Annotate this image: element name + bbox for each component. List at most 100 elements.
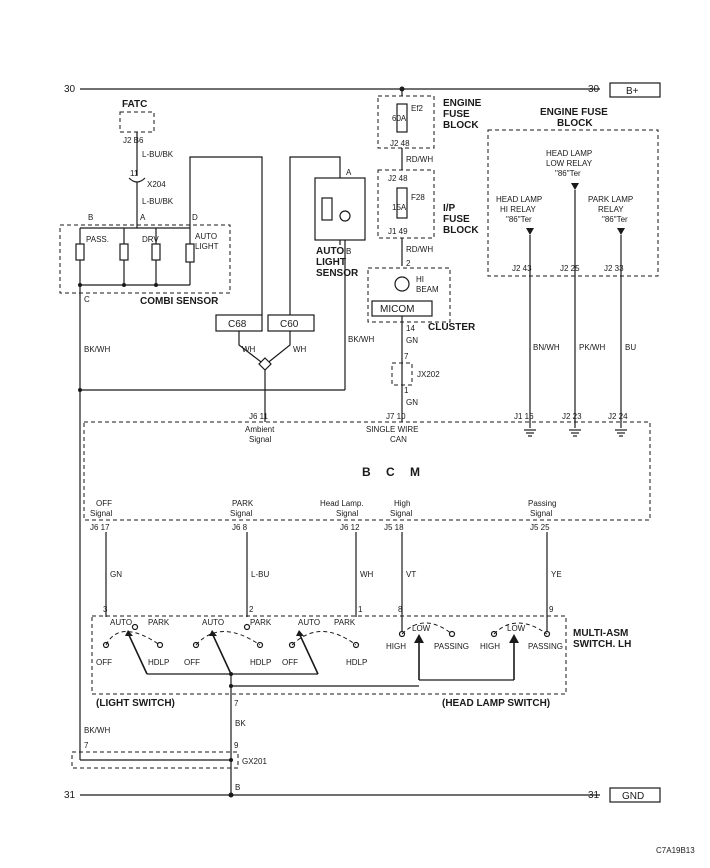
jx202-pin-top: 7 — [404, 352, 409, 361]
bcm-high-2: Signal — [390, 509, 412, 518]
wire-wh-1: WH — [242, 345, 256, 354]
wire-bnwh: BN/WH — [533, 343, 560, 352]
wire-rdwh-1: RD/WH — [406, 155, 433, 164]
hl2-high: HIGH — [480, 642, 500, 651]
bcm-title: B C M — [362, 465, 426, 479]
light-switch-label: (LIGHT SWITCH) — [96, 698, 175, 709]
switch-pin-9: 9 — [549, 605, 554, 614]
hi-relay-2: HI RELAY — [500, 205, 537, 214]
hl1-low: LOW — [412, 624, 431, 633]
combi-sensor-title: COMBI SENSOR — [140, 296, 219, 307]
bcm-can-2: CAN — [390, 435, 407, 444]
engine-fuse-block: Ef2 60A J2 48 ENGINE FUSE BLOCK — [377, 89, 482, 149]
b-plus-tag: B+ — [626, 86, 639, 97]
wire-lbubk-1: L-BU/BK — [142, 150, 174, 159]
sw1-off: OFF — [96, 658, 112, 667]
engine-fuse-right-title-1: ENGINE FUSE — [540, 107, 608, 118]
connector-c68: C68 — [215, 314, 263, 332]
sw2-auto: AUTO — [202, 618, 224, 627]
als-title-1: AUTO — [316, 246, 344, 257]
bcm-pin-amb: J6 11 — [249, 412, 269, 421]
bcm-ground-symbols — [524, 429, 627, 437]
park-relay-1: PARK LAMP — [588, 195, 633, 204]
hl1-passing: PASSING — [434, 642, 469, 651]
combi-auto-label: AUTO — [195, 232, 217, 241]
hl2-low: LOW — [507, 624, 526, 633]
rail-30-left-label: 30 — [64, 84, 76, 95]
combi-light-label: LIGHT — [195, 242, 219, 251]
park-relay-2: RELAY — [598, 205, 624, 214]
sw3-hdlp: HDLP — [346, 658, 367, 667]
ef2-label: Ef2 — [411, 104, 424, 113]
engine-fuse-title-2: FUSE — [443, 109, 470, 120]
low-relay-2: LOW RELAY — [546, 159, 593, 168]
relay-pin-43: J2 43 — [512, 264, 532, 273]
c60-label: C60 — [280, 319, 299, 330]
bcm-pin-off: J6 17 — [90, 523, 110, 532]
splice-jx202: 7 JX202 1 — [391, 352, 440, 395]
bcm-off-2: Signal — [90, 509, 112, 518]
cluster-pin-14: 14 — [406, 324, 415, 333]
bcm-off-1: OFF — [96, 499, 112, 508]
combi-pin-a: A — [140, 213, 146, 222]
wire-lbubk-2: L-BU/BK — [142, 197, 174, 206]
als-pin-a: A — [346, 168, 352, 177]
wire-pkwh: PK/WH — [579, 343, 605, 352]
hi-relay-1: HEAD LAMP — [496, 195, 542, 204]
bcm-pin-16: J1 16 — [514, 412, 534, 421]
engine-fuse-title-3: BLOCK — [443, 120, 479, 131]
power-rail-30: 30 30 B+ — [64, 82, 661, 98]
wire-bkwh-3: BK/WH — [84, 726, 110, 735]
bcm-pin-24: J2 24 — [608, 412, 628, 421]
bcm-ambient-1: Ambient — [245, 425, 275, 434]
auto-light-sensor: A B AUTO LIGHT SENSOR — [314, 168, 366, 390]
x204-label: X204 — [147, 180, 166, 189]
ef2-pin: J2 48 — [390, 139, 410, 148]
combi-sensor: B A D C PASS. DRV AUTO LIGHT COMBI SENSO… — [59, 212, 231, 307]
wire-gn-3: GN — [110, 570, 122, 579]
cluster-beam-label: BEAM — [416, 285, 439, 294]
ip-fuse-title-3: BLOCK — [443, 225, 479, 236]
wire-gn-2: GN — [406, 398, 418, 407]
wire-bkwh-2: BK/WH — [84, 345, 110, 354]
f28-rating: 15A — [392, 203, 407, 212]
bcm-pass-1: Passing — [528, 499, 556, 508]
ip-fuse-title-1: I/P — [443, 203, 456, 214]
engine-fuse-title-1: ENGINE — [443, 98, 482, 109]
als-title-2: LIGHT — [316, 257, 346, 268]
splice-x204: 11 X204 L-BU/BK — [128, 169, 174, 212]
gx201-pin-left: 7 — [84, 741, 89, 750]
relay-pin-25: J2 25 — [560, 264, 580, 273]
jx202-pin-bot: 1 — [404, 386, 409, 395]
engine-fuse-right-title-2: BLOCK — [557, 118, 593, 129]
ip-fuse-block: J2 48 F28 15A J1 49 I/P FUSE BLOCK — [377, 169, 479, 239]
sw3-park: PARK — [334, 618, 356, 627]
hl1-high: HIGH — [386, 642, 406, 651]
cluster-pin-2: 2 — [406, 259, 411, 268]
fatc-pin: J2 B6 — [123, 136, 144, 145]
park-relay-3: "86"Ter — [602, 215, 628, 224]
ip-fuse-pin-bot: J1 49 — [388, 227, 408, 236]
wire-bkwh-1: BK/WH — [348, 335, 374, 344]
wire-lbu: L-BU — [251, 570, 269, 579]
bcm-can-1: SINGLE WIRE — [366, 425, 418, 434]
rail-31-right-label: 31 — [588, 790, 600, 801]
switch-title-1: MULTI-ASM — [573, 628, 628, 639]
bcm-hl-1: Head Lamp. — [320, 499, 364, 508]
switch-pin-8: 8 — [398, 605, 403, 614]
combi-drv-label: DRV — [142, 235, 159, 244]
micom-label: MICOM — [380, 304, 414, 315]
splice-gx201: 7 9 GX201 — [71, 741, 267, 769]
bcm-hl-2: Signal — [336, 509, 358, 518]
bcm-high-1: High — [394, 499, 410, 508]
wire-bk: BK — [235, 719, 246, 728]
rail-31-left-label: 31 — [64, 790, 76, 801]
bcm-pin-23: J2 23 — [562, 412, 582, 421]
wire-gn-1: GN — [406, 336, 418, 345]
combi-pass-label: PASS. — [86, 235, 109, 244]
switch-title-2: SWITCH. LH — [573, 639, 631, 650]
bcm-pin-can: J7 10 — [386, 412, 406, 421]
ip-fuse-pin-top: J2 48 — [388, 174, 408, 183]
diagram-code: C7A19B13 — [656, 846, 695, 855]
